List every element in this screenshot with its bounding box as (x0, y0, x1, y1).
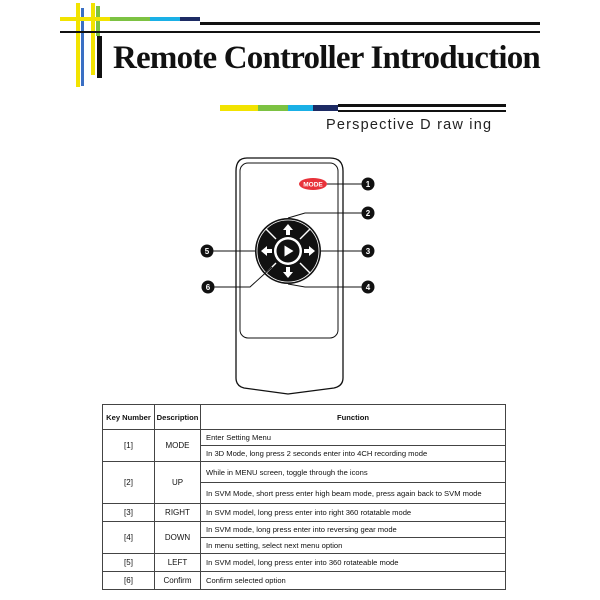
callout-5: 5 (200, 244, 214, 258)
description-cell: Confirm (154, 571, 201, 590)
decor-sub-navy (313, 105, 338, 111)
table-row: [5] LEFT In SVM model, long press enter … (102, 553, 506, 572)
decor-sub-black2 (338, 110, 506, 112)
decor-vbar-green (96, 6, 100, 36)
table-row: [6] Confirm Confirm selected option (102, 571, 506, 590)
decor-vbar-black (97, 36, 102, 78)
leader-line-4 (287, 283, 362, 288)
decor-top-black (200, 22, 540, 25)
page-title: Remote Controller Introduction (113, 40, 541, 76)
decor-sub-black (338, 104, 506, 107)
section-subtitle: Perspective D raw ing (326, 117, 493, 133)
decor-top-green (110, 17, 150, 21)
callout-4-label: 4 (366, 283, 371, 292)
confirm-play-icon (284, 245, 294, 257)
decor-sub-yellow (220, 105, 258, 111)
header-function: Function (200, 404, 506, 430)
callout-5-label: 5 (205, 247, 210, 256)
function-cell: In SVM model, long press enter into 360 … (200, 553, 506, 572)
decor-vbar-yellow-2 (91, 3, 95, 75)
table-header-row: Key Number Description Function (102, 404, 506, 430)
key-number-cell: [2] (102, 461, 155, 504)
left-arrow-icon (261, 246, 272, 256)
function-cell: In menu setting, select next menu option (200, 537, 506, 554)
header-key-number: Key Number (102, 404, 155, 430)
right-arrow-icon (304, 246, 315, 256)
description-cell: DOWN (154, 521, 201, 554)
callout-6: 6 (201, 280, 215, 294)
description-cell: UP (154, 461, 201, 504)
decor-vbar-blue-1 (81, 8, 84, 86)
mode-button: MODE (299, 178, 327, 190)
key-number-cell: [5] (102, 553, 155, 572)
function-cell: Enter Setting Menu (200, 429, 506, 446)
callout-3-label: 3 (366, 247, 371, 256)
function-cell: In SVM mode, long press enter into rever… (200, 521, 506, 538)
description-cell: RIGHT (154, 503, 201, 522)
key-number-cell: [6] (102, 571, 155, 590)
callout-4: 4 (361, 280, 375, 294)
description-cell: LEFT (154, 553, 201, 572)
mode-button-label: MODE (303, 181, 323, 188)
header-description: Description (154, 404, 201, 430)
key-number-cell: [1] (102, 429, 155, 462)
table-row: [3] RIGHT In SVM model, long press enter… (102, 503, 506, 522)
callout-2: 2 (361, 206, 375, 220)
up-arrow-icon (283, 224, 293, 235)
key-number-cell: [3] (102, 503, 155, 522)
callout-3: 3 (361, 244, 375, 258)
decor-top-cyan (150, 17, 180, 21)
decor-top-line2 (60, 31, 540, 33)
down-arrow-icon (283, 267, 293, 278)
decor-vbar-yellow-1 (76, 3, 80, 87)
callout-1-label: 1 (366, 180, 371, 189)
function-cell: In SVM Mode, short press enter high beam… (200, 482, 506, 504)
table-row: [2] UP While in MENU screen, toggle thro… (102, 461, 506, 504)
leader-line-6 (214, 266, 273, 288)
key-function-table: Key Number Description Function [1] MODE… (102, 404, 506, 590)
function-cell: In SVM model, long press enter into righ… (200, 503, 506, 522)
callout-6-label: 6 (206, 283, 211, 292)
function-cell: While in MENU screen, toggle through the… (200, 461, 506, 483)
description-cell: MODE (154, 429, 201, 462)
leader-line-2 (287, 212, 362, 219)
decor-sub-cyan (288, 105, 313, 111)
callout-1: 1 (361, 177, 375, 191)
function-cell: In 3D Mode, long press 2 seconds enter i… (200, 445, 506, 462)
function-cell: Confirm selected option (200, 571, 506, 590)
key-number-cell: [4] (102, 521, 155, 554)
table-row: [1] MODE Enter Setting Menu (102, 429, 506, 462)
table-row: [4] DOWN In SVM mode, long press enter i… (102, 521, 506, 554)
callout-2-label: 2 (366, 209, 371, 218)
decor-top-navy (180, 17, 200, 21)
decor-top-yellow (60, 17, 110, 21)
decor-sub-green (258, 105, 288, 111)
